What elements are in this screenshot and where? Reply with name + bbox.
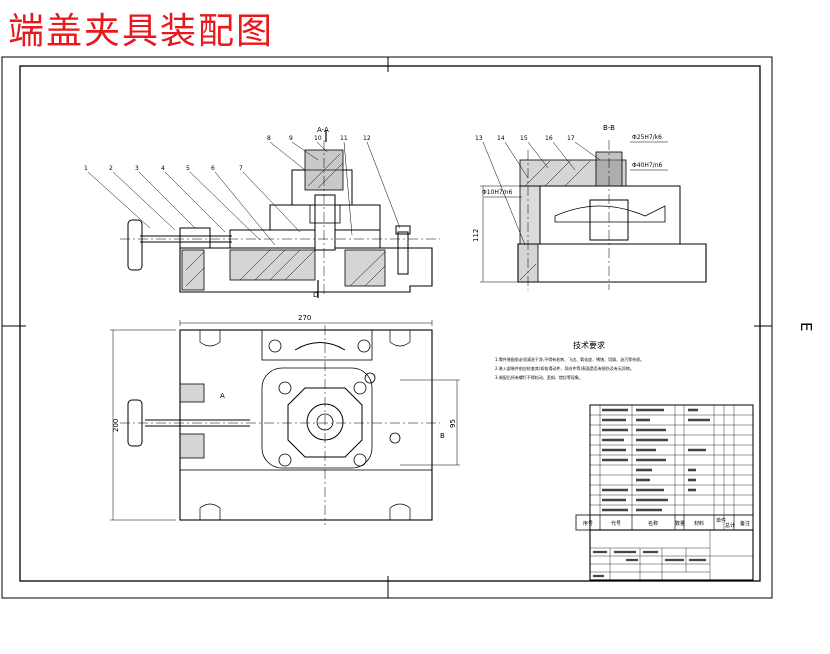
plan-view [110, 320, 460, 525]
tech-req-line: 1.零件装配前必须清洗干净,不得有毛刺、飞边、氧化皮、锈蚀、切屑、油污等杂质。 [495, 356, 644, 362]
part-number: 14 [497, 135, 505, 142]
part-number: 1 [84, 165, 88, 172]
cut-label-b: B [440, 432, 445, 440]
part-number: 13 [475, 135, 483, 142]
tech-req-heading: 技术要求 [573, 340, 605, 350]
title-block [589, 529, 754, 581]
section-label-d: D [313, 291, 318, 299]
technical-requirements: 技术要求 1.零件装配前必须清洗干净,不得有毛刺、飞边、氧化皮、锈蚀、切屑、油污… [495, 340, 644, 380]
section-label-aa: A-A [317, 126, 329, 134]
fit-dimension-3: Φ10H7/n6 [482, 189, 513, 196]
header-cell: 数量 [675, 520, 685, 527]
side-view-part-numbers: 13 14 15 16 17 [475, 135, 575, 142]
header-cell: 总计 [725, 522, 735, 529]
part-number: 8 [267, 135, 271, 142]
fit-dimension-2: Φ40H7/n6 [632, 162, 663, 169]
tech-req-line: 3.装配后所有螺钉不得松动、歪斜、错位等现象。 [495, 374, 583, 380]
parts-list [575, 404, 754, 531]
part-number: 5 [186, 165, 190, 172]
tech-req-line: 2.装入部装件前应检查其(如各滑动件、导向件等)表面是否有损伤及有无异物。 [495, 365, 634, 371]
height-dimension: 112 [472, 229, 480, 242]
header-cell: 代号 [611, 520, 621, 527]
part-number: 11 [340, 135, 348, 142]
part-number: 3 [135, 165, 139, 172]
part-number: 4 [161, 165, 165, 172]
part-number: 7 [239, 165, 243, 172]
height-dimension: 200 [112, 419, 120, 432]
fit-dimension-1: Φ25H7/k6 [632, 134, 662, 141]
parts-list-header: 序号 代号 名称 数量 材料 单件 总计 备注 [583, 517, 750, 529]
part-number: 17 [567, 135, 575, 142]
center-distance-dimension: 95 [449, 419, 457, 428]
part-number: 16 [545, 135, 553, 142]
part-number: 6 [211, 165, 215, 172]
header-cell: 名称 [648, 520, 658, 527]
header-cell: 材料 [694, 520, 704, 527]
header-cell: 备注 [740, 520, 750, 527]
front-section-view [87, 130, 440, 298]
front-view-part-numbers: 1 2 3 4 5 6 7 8 9 10 11 12 [84, 135, 371, 172]
width-dimension: 270 [298, 314, 311, 322]
drawing-title: 端盖夹具装配图 [8, 11, 275, 52]
cut-label-a: A [220, 392, 225, 400]
header-cell: 序号 [583, 520, 593, 527]
part-number: 12 [363, 135, 371, 142]
part-number: 9 [289, 135, 293, 142]
section-label-bb: B-B [603, 124, 615, 132]
sheet-frame [1, 56, 773, 599]
part-number: 2 [109, 165, 113, 172]
part-number: 15 [520, 135, 528, 142]
part-number: 10 [314, 135, 322, 142]
sheet-side-mark: E [797, 322, 815, 331]
side-section-view [480, 140, 707, 290]
header-cell: 单件 [716, 517, 726, 524]
